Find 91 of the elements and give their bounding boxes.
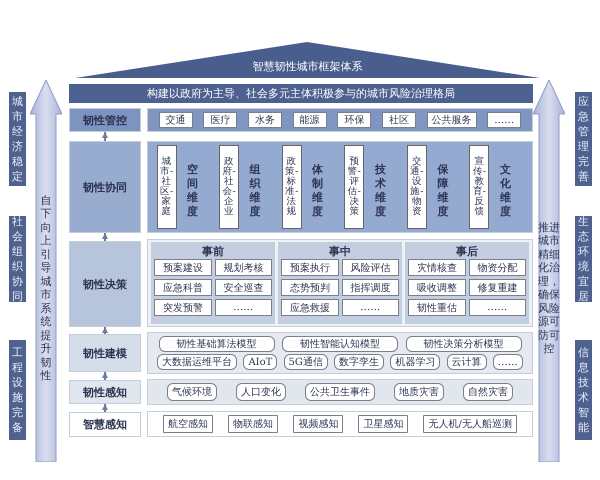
item-box: AIoT [243,354,278,370]
vertical-text-box: 交通-设施-物资 [406,145,427,229]
layer-label-box: 智慧感知 [69,412,141,437]
item-box: 航空感知 [163,415,214,433]
side-label-box: 社会组织协同 [9,216,26,302]
item-box: 规划考核 [214,259,272,276]
item-box: 应急救援 [281,299,338,316]
item-box: 修复重建 [468,279,526,296]
phase-panel [405,242,529,324]
item-box: 医疗 [203,112,238,128]
side-label-box: 应急管理完善 [575,92,592,186]
item-box: 能源 [292,112,327,128]
item-box: 气候环境 [167,383,217,401]
item-box: 交通 [158,112,193,128]
layer-panel [147,108,533,132]
vertical-text-box: 宣传-教育-反馈 [469,145,490,229]
item-box: 卫星感知 [358,415,408,433]
item-box: …… [214,299,272,316]
phase-panel [278,242,402,324]
item-box: 数字孪生 [334,354,384,370]
arrow [102,327,108,334]
item-box: 大数据运维平台 [157,354,238,370]
item-box: 物联感知 [228,415,278,433]
phase-panel [151,242,275,324]
arrow [102,404,108,412]
item-box: 韧性重估 [408,299,466,316]
layer-label-box: 韧性建模 [69,334,141,372]
roof-banner: 智慧韧性城市框架体系 [75,42,540,78]
item-box: 无人机/无人船巡测 [423,415,517,433]
dimension-label: 体制维度 [312,163,324,219]
item-box: 韧性基础算法模型 [158,336,274,352]
item-box: 态势预判 [281,279,338,296]
item-box: 吸收调整 [408,279,466,296]
layer-panel [147,411,533,437]
dimension-label: 组织维度 [249,163,262,219]
item-box: 5G通信 [284,354,328,370]
item-box: 公共卫生事件 [305,383,375,401]
item-box: 环保 [337,112,372,128]
item-box: …… [468,299,526,316]
item-box: 机器学习 [390,354,440,370]
item-box: …… [487,112,522,128]
dimension-label: 保障维度 [436,163,449,219]
item-box: 韧性决策分析模型 [406,336,522,352]
item-box: …… [492,354,523,370]
item-box: 预案建设 [154,259,212,276]
layer-label-box: 韧性协同 [69,141,141,233]
layer-panel [147,239,533,327]
item-box: 自然灾害 [463,383,513,401]
item-box: 云计算 [446,354,487,370]
vertical-text-box: 政府-社会-企业 [219,145,240,229]
item-box: 灾情核查 [408,259,466,276]
item-box: 社区 [382,112,416,128]
item-box: 人口变化 [236,383,286,401]
up-arrow: 自下向上引导城市系统提升韧性 [30,80,62,462]
phase-heading: 事前 [202,244,224,259]
item-box: 视频感知 [293,415,344,433]
item-box: 安全巡查 [214,279,272,296]
item-box: 指挥调度 [342,279,399,296]
dimension-label: 空间维度 [186,163,199,219]
item-box: 地质灾害 [394,383,444,401]
side-label-box: 工程设施完备 [9,340,26,440]
item-box: 水务 [248,112,282,128]
vertical-text-box: 政策-标准-法规 [282,145,302,229]
vertical-text-box: 城市-社区-家庭 [156,145,177,229]
arrow [102,233,108,241]
item-box: 应急科普 [154,279,212,296]
item-box: 公共服务 [426,112,477,128]
layer-panel [147,141,533,233]
up-arrow: 推进城市精细化治理，确保风险源可防可控 [533,80,565,462]
item-box: 突发预警 [154,299,212,316]
item-box: 物资分配 [468,259,526,276]
item-box: …… [342,299,399,316]
arrow [102,372,108,380]
layer-panel [147,379,533,405]
item-box: 风险评估 [342,259,399,276]
vertical-text-box: 预警-评估-决策 [344,145,364,229]
layer-label-box: 韧性感知 [69,380,141,404]
side-label-box: 城市经济稳定 [9,92,26,186]
dimension-label: 技术维度 [374,163,386,219]
side-label-box: 信息技术智能 [575,340,592,440]
dimension-label: 文化维度 [499,163,512,219]
item-box: 韧性智能认知模型 [282,336,398,352]
side-label-box: 生态环境宜居 [575,216,592,302]
phase-heading: 事中 [329,244,351,259]
layer-label-box: 韧性管控 [69,108,141,132]
arrow [102,132,108,141]
layer-panel [147,332,533,374]
phase-heading: 事后 [456,244,478,259]
layer-label-box: 韧性决策 [69,241,141,327]
item-box: 预案执行 [281,259,338,276]
goal-banner: 构建以政府为主导、社会多元主体积极参与的城市风险治理格局 [69,84,533,103]
